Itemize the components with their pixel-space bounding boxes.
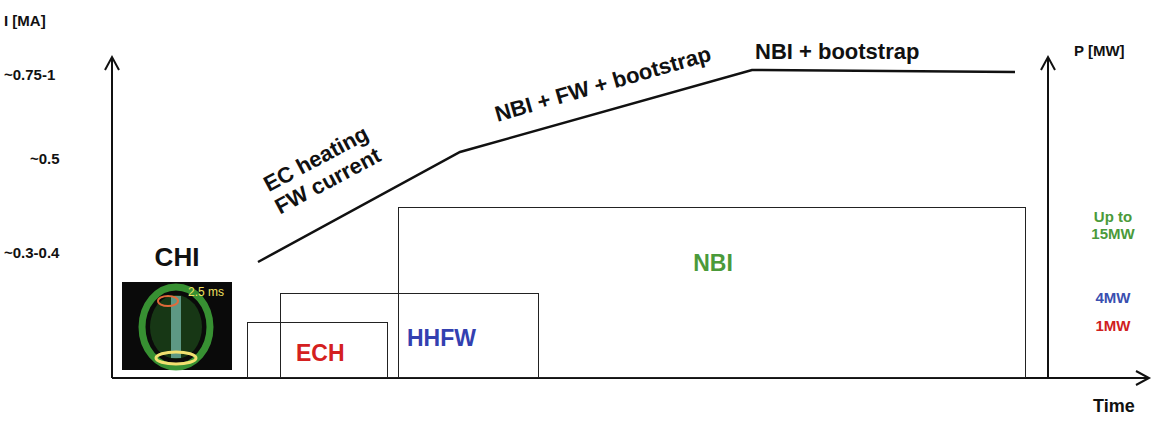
axis-label: ~0.75-1 xyxy=(4,66,55,83)
power-label: NBI xyxy=(693,250,733,277)
axis-label: EC heating FW current xyxy=(251,116,394,224)
axis-arrowhead xyxy=(1041,57,1055,70)
axis-label: I [MA] xyxy=(4,12,46,29)
axis-arrowhead xyxy=(105,57,119,70)
axis-label: P [MW] xyxy=(1074,42,1125,59)
power-label: ECH xyxy=(296,340,345,367)
plasma-core xyxy=(150,295,202,359)
plasma-photo xyxy=(122,282,232,370)
power-label: HHFW xyxy=(407,325,476,352)
power-box: ECH xyxy=(247,322,388,378)
injector-glow xyxy=(158,296,178,306)
axis-label: ~0.5 xyxy=(30,150,60,167)
axis-label: 4MW xyxy=(1096,289,1131,306)
current-axis xyxy=(111,58,113,378)
axis-arrowhead xyxy=(1136,371,1149,385)
power-box: NBI xyxy=(398,207,1026,378)
axis-label: Up to 15MW xyxy=(1073,208,1153,243)
axis-label: 1MW xyxy=(1096,317,1131,334)
power-axis xyxy=(1047,58,1049,378)
axis-label: CHI xyxy=(137,243,217,273)
power-box: HHFW xyxy=(280,293,539,378)
axis-label: ~0.3-0.4 xyxy=(4,244,59,261)
axis-label: NBI + bootstrap xyxy=(755,39,919,64)
axis-label: 2.5 ms xyxy=(188,286,224,300)
axis-label: Time xyxy=(1093,396,1135,417)
injector-glow xyxy=(156,352,196,364)
axis-label: NBI + FW + bootstrap xyxy=(492,41,714,127)
